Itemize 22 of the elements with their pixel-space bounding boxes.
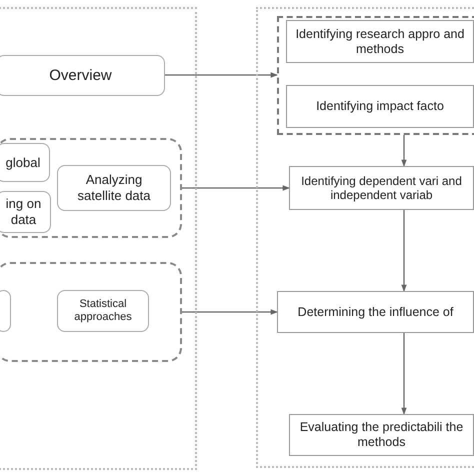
- process-box: Determining the influence of: [277, 291, 474, 333]
- process-box: Identifying dependent vari and independent variab: [289, 166, 474, 210]
- dashed-group: [277, 16, 474, 135]
- dotted-container: [256, 7, 474, 468]
- dashed-group: [0, 262, 182, 362]
- arrow: [401, 333, 407, 415]
- process-box: Identifying research appro and methods: [286, 20, 474, 63]
- process-box: ing on data: [0, 191, 51, 233]
- dotted-container: [0, 7, 197, 470]
- arrow: [165, 72, 278, 78]
- dashed-group: [0, 138, 182, 238]
- arrow: [182, 185, 290, 191]
- process-box: global: [0, 143, 50, 182]
- process-box: [0, 290, 11, 332]
- arrow: [401, 210, 407, 292]
- arrow: [401, 135, 407, 167]
- process-box: Evaluating the predictabili the methods: [289, 414, 474, 456]
- process-box: Overview: [0, 55, 165, 96]
- process-box: Statistical approaches: [57, 290, 149, 332]
- arrow: [182, 309, 278, 315]
- process-box: Identifying impact facto: [286, 85, 474, 128]
- process-box: Analyzing satellite data: [57, 165, 171, 211]
